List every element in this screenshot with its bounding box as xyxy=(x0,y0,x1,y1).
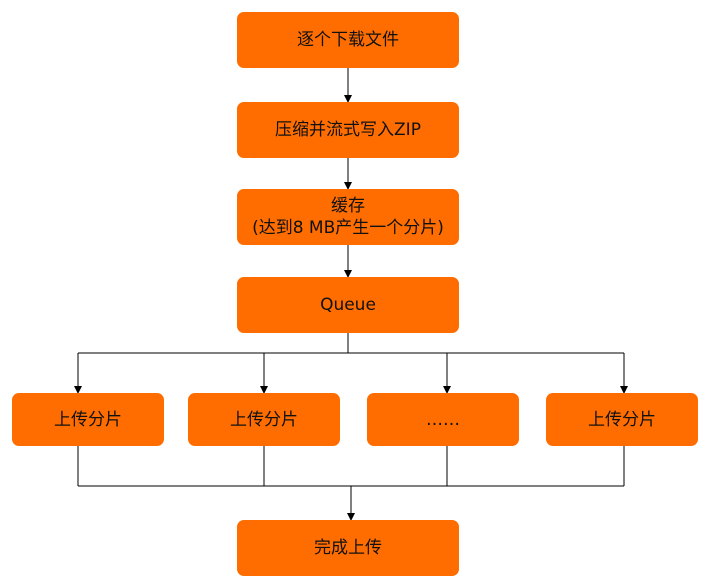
node-upload-part-4: 上传分片 xyxy=(546,393,698,446)
node-upload-part-1: 上传分片 xyxy=(12,393,164,446)
node-upload-part-2-label: 上传分片 xyxy=(230,409,298,430)
node-download-label: 逐个下载文件 xyxy=(297,30,399,50)
node-complete: 完成上传 xyxy=(237,520,459,576)
node-complete-label: 完成上传 xyxy=(314,538,382,558)
node-queue-label: Queue xyxy=(320,295,376,315)
node-download: 逐个下载文件 xyxy=(237,12,459,68)
node-cache: 缓存 (达到8 MB产生一个分片) xyxy=(237,189,459,245)
node-upload-part-ellipsis-label: …… xyxy=(426,409,460,430)
node-upload-part-4-label: 上传分片 xyxy=(588,409,656,430)
node-cache-line2: (达到8 MB产生一个分片) xyxy=(252,218,444,238)
node-queue: Queue xyxy=(237,277,459,333)
node-upload-part-ellipsis: …… xyxy=(367,393,519,446)
node-compress-label: 压缩并流式写入ZIP xyxy=(275,120,421,140)
node-upload-part-2: 上传分片 xyxy=(188,393,340,446)
node-upload-part-1-label: 上传分片 xyxy=(54,409,122,430)
node-cache-line1: 缓存 xyxy=(331,196,365,216)
node-compress: 压缩并流式写入ZIP xyxy=(237,102,459,158)
